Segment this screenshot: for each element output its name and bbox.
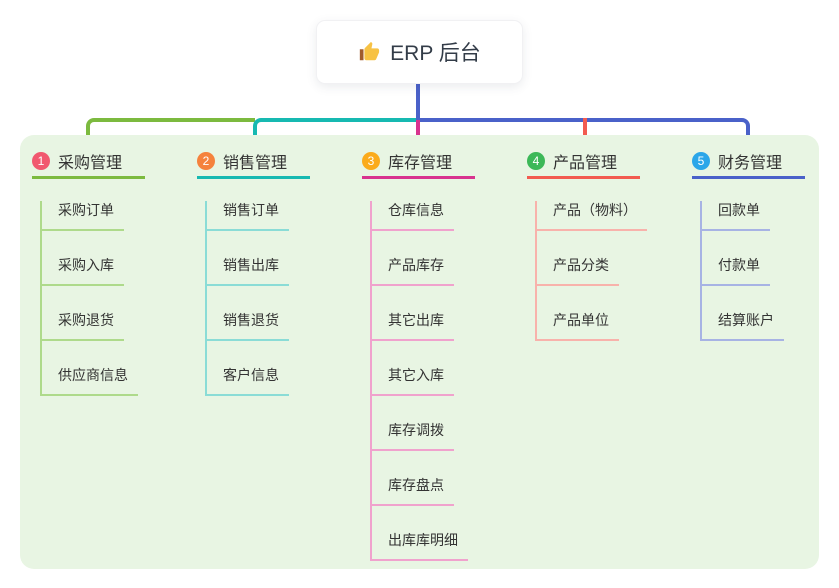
branch-number-badge: 1 [32,152,50,170]
child-node[interactable]: 产品（物料） [537,201,647,231]
connector-branch-2 [253,118,420,144]
child-node[interactable]: 销售出库 [207,256,289,286]
child-node[interactable]: 采购退货 [42,311,124,341]
branch-heading[interactable]: 5 财务管理 [692,146,805,179]
branch-heading[interactable]: 1 采购管理 [32,146,145,179]
branch-number-badge: 3 [362,152,380,170]
child-node[interactable]: 采购入库 [42,256,124,286]
branch-label: 销售管理 [223,155,288,172]
child-node[interactable]: 结算账户 [702,311,784,341]
child-node[interactable]: 客户信息 [207,366,289,396]
child-node[interactable]: 其它入库 [372,366,454,396]
branch-children: 采购订单采购入库采购退货供应商信息 [40,201,145,396]
branch-heading[interactable]: 3 库存管理 [362,146,475,179]
branch-heading[interactable]: 2 销售管理 [197,146,310,179]
child-node[interactable]: 供应商信息 [42,366,138,396]
child-node[interactable]: 库存调拨 [372,421,454,451]
child-node[interactable]: 销售订单 [207,201,289,231]
branch-number-badge: 4 [527,152,545,170]
child-node[interactable]: 销售退货 [207,311,289,341]
child-node[interactable]: 其它出库 [372,311,454,341]
connector-root-stem [416,84,420,120]
branch-label: 库存管理 [388,155,453,172]
branch-children: 产品（物料） 产品分类产品单位 [535,201,647,341]
branch-3: 3 库存管理仓库信息产品库存其它出库其它入库库存调拨库存盘点出库库明细 [362,146,475,561]
branch-4: 4 产品管理产品（物料） 产品分类产品单位 [527,146,647,341]
branch-children: 销售订单销售出库销售退货客户信息 [205,201,310,396]
child-node[interactable]: 产品单位 [537,311,619,341]
child-node[interactable]: 产品库存 [372,256,454,286]
child-node[interactable]: 产品分类 [537,256,619,286]
branch-number-badge: 2 [197,152,215,170]
branch-label: 财务管理 [718,155,783,172]
connector-branch-3 [416,120,420,144]
branch-children: 回款单付款单结算账户 [700,201,805,341]
child-node[interactable]: 采购订单 [42,201,124,231]
child-node[interactable]: 仓库信息 [372,201,454,231]
branch-2: 2 销售管理销售订单销售出库销售退货客户信息 [197,146,310,396]
connector-branch-1 [86,118,255,144]
mindmap-panel [20,135,819,569]
branch-1: 1 采购管理采购订单采购入库采购退货供应商信息 [32,146,145,396]
child-node[interactable]: 回款单 [702,201,770,231]
root-node-label: ERP 后台 [390,42,481,65]
root-node[interactable]: ERP 后台 [316,20,523,84]
branch-label: 采购管理 [58,155,123,172]
branch-label: 产品管理 [553,155,618,172]
child-node[interactable]: 出库库明细 [372,531,468,561]
connector-branch-4 [583,118,587,144]
branch-number-badge: 5 [692,152,710,170]
thumbs-up-icon [360,41,380,61]
child-node[interactable]: 付款单 [702,256,770,286]
branch-5: 5 财务管理回款单付款单结算账户 [692,146,805,341]
child-node[interactable]: 库存盘点 [372,476,454,506]
branch-children: 仓库信息产品库存其它出库其它入库库存调拨库存盘点出库库明细 [370,201,475,561]
branch-heading[interactable]: 4 产品管理 [527,146,640,179]
